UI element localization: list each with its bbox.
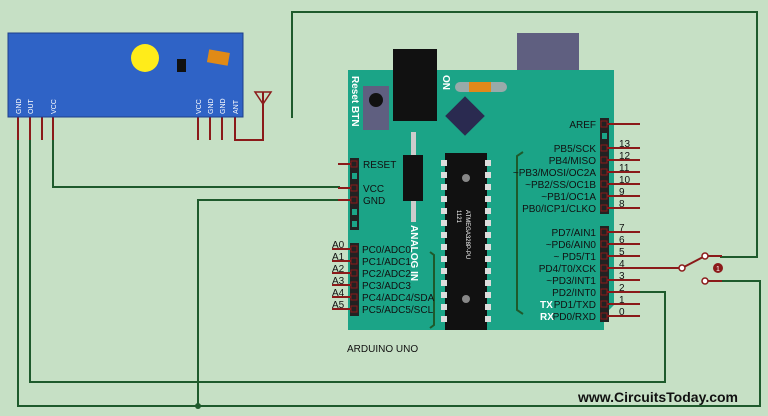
module-pin-label: GND: [208, 98, 215, 114]
aref-label: AREF: [569, 120, 596, 131]
module-pin-label: GND: [16, 98, 23, 114]
digital-pin-label: ~PB1/OC1A: [541, 192, 596, 203]
analog-pin-number: A5: [332, 300, 345, 311]
header-pin[interactable]: [350, 184, 358, 192]
header-pin[interactable]: [350, 160, 358, 168]
analog-pin-label: PC4/ADC4/SDA: [362, 293, 435, 304]
power-pin-label: GND: [363, 196, 385, 207]
digital-pin-number: 13: [619, 139, 631, 150]
header-pin[interactable]: [600, 288, 608, 296]
header-pin[interactable]: [600, 276, 608, 284]
analog-in-label: ANALOG IN: [408, 225, 419, 281]
digital-pin-number: 3: [619, 271, 625, 282]
on-label: ON: [440, 75, 451, 90]
reset-label: Reset BTN: [349, 76, 360, 127]
analog-pin-number: A4: [332, 288, 345, 299]
rf-receiver-module: GND OUT VCC VCC GND GND ANT: [7, 32, 273, 141]
digital-pin-label: ~PD6/AIN0: [546, 240, 597, 251]
digital-pin-number: 6: [619, 235, 625, 246]
svg-text:ATMEGA328P-PU: ATMEGA328P-PU: [464, 210, 470, 259]
digital-pin-number: 0: [619, 307, 625, 318]
header-pin[interactable]: [600, 240, 608, 248]
digital-pin-number: 1: [619, 295, 625, 306]
digital-pin-number: 12: [619, 151, 631, 162]
header-pin[interactable]: [350, 293, 358, 301]
header-pin[interactable]: [350, 269, 358, 277]
digital-pin-number: 8: [619, 199, 625, 210]
header-pin[interactable]: [600, 204, 608, 212]
tx-label: TX: [540, 300, 553, 311]
digital-pin-label: PD2/INT0: [552, 288, 596, 299]
header-pin[interactable]: [350, 196, 358, 204]
header-pin[interactable]: [600, 168, 608, 176]
board-name: ARDUINO UNO: [347, 344, 418, 355]
module-pin-label: GND: [220, 98, 227, 114]
switch-label: 1: [716, 266, 720, 273]
header-pin[interactable]: [600, 312, 608, 320]
analog-pin-number: A0: [332, 240, 345, 251]
digital-pin-label: ~ PD5/T1: [553, 252, 596, 263]
digital-pin-label: PB0/ICP1/CLKO: [522, 204, 596, 215]
reset-button[interactable]: [369, 93, 383, 107]
header-pin[interactable]: [350, 257, 358, 265]
digital-pin-number: 10: [619, 175, 631, 186]
digital-pin-number: 5: [619, 247, 625, 258]
analog-pin-label: PC0/ADC0: [362, 245, 411, 256]
module-pin-label: VCC: [196, 99, 203, 114]
header-pin[interactable]: [600, 300, 608, 308]
digital-pin-number: 4: [619, 259, 625, 270]
watermark: www.CircuitsToday.com: [577, 389, 738, 405]
analog-pin-label: PC5/ADC5/SCL: [362, 305, 434, 316]
header-pin[interactable]: [600, 192, 608, 200]
header-pin[interactable]: [600, 156, 608, 164]
junction-dot: [195, 403, 201, 409]
digital-pin-label: PD1/TXD: [554, 300, 596, 311]
analog-pin-label: PC2/ADC2: [362, 269, 411, 280]
power-pin-label: VCC: [363, 184, 384, 195]
power-pin-label: RESET: [363, 160, 396, 171]
digital-pin-number: 9: [619, 187, 625, 198]
header-pin[interactable]: [600, 144, 608, 152]
header-pin[interactable]: [600, 228, 608, 236]
header-pin[interactable]: [600, 264, 608, 272]
module-pin-label: VCC: [51, 99, 58, 114]
digital-pin-number: 11: [619, 163, 630, 174]
header-pin[interactable]: [600, 252, 608, 260]
analog-pin-number: A1: [332, 252, 345, 263]
digital-pin-number: 2: [619, 283, 625, 294]
digital-pin-label: PB5/SCK: [554, 144, 597, 155]
power-jack: [393, 49, 437, 121]
switch[interactable]: 1: [678, 252, 723, 285]
header-pin[interactable]: [350, 305, 358, 313]
digital-pin-label: ~PB2/SS/OC1B: [525, 180, 596, 191]
arduino-uno-board: Reset BTN ON ANALOG IN 1121 ATMEGA328P-P…: [332, 33, 640, 330]
module-pin-label: OUT: [28, 99, 35, 115]
wires: [17, 11, 761, 409]
digital-pin-label: PD4/T0/XCK: [539, 264, 597, 275]
analog-pin-label: PC1/ADC1: [362, 257, 411, 268]
analog-pin-number: A2: [332, 264, 345, 275]
digital-pin-number: 7: [619, 223, 625, 234]
module-pin-label: ANT: [233, 99, 240, 114]
analog-pin-label: PC3/ADC3: [362, 281, 411, 292]
header-pin[interactable]: [600, 180, 608, 188]
digital-pin-label: ~PB3/MOSI/OC2A: [513, 168, 596, 179]
digital-pin-label: PD7/AIN1: [552, 228, 597, 239]
digital-pin-label: PB4/MISO: [549, 156, 596, 167]
digital-pin-label: ~PD3/INT1: [546, 276, 596, 287]
svg-text:1121: 1121: [455, 210, 461, 224]
digital-pin-label: PD0/RXD: [553, 312, 596, 323]
analog-pin-number: A3: [332, 276, 345, 287]
header-pin[interactable]: [350, 245, 358, 253]
header-pin[interactable]: [600, 120, 608, 128]
rx-label: RX: [540, 312, 554, 323]
header-pin[interactable]: [350, 281, 358, 289]
